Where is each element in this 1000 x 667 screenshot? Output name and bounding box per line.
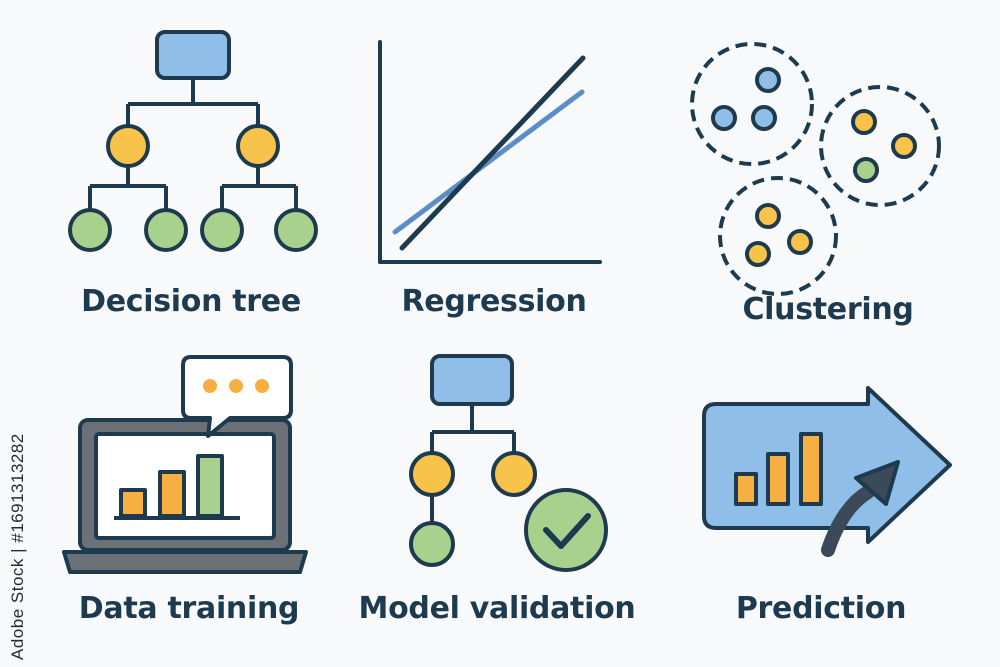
prediction-icon (702, 386, 952, 557)
model-validation-icon (409, 354, 608, 572)
prediction-label: Prediction (735, 591, 907, 626)
regression-label: Regression (401, 284, 587, 319)
clustering-label: Clustering (742, 292, 914, 327)
model-validation-label: Model validation (358, 591, 636, 626)
data-training-label: Data training (78, 591, 300, 626)
decision-tree-label: Decision tree (81, 284, 301, 319)
clustering-icon (690, 42, 941, 296)
regression-icon (378, 40, 602, 264)
data-training-icon (62, 355, 308, 574)
stock-watermark: Adobe Stock | #1691313282 (8, 433, 27, 660)
decision-tree-icon (68, 30, 318, 252)
